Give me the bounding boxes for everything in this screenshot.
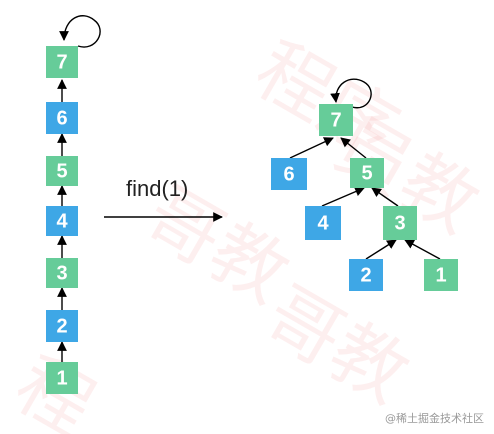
right-node-box — [349, 259, 383, 291]
left-node: 4 — [46, 206, 78, 236]
left-node-label: 6 — [56, 107, 67, 129]
left-node-label: 3 — [56, 262, 67, 284]
right-tree-nodes: 7 6 5 4 3 2 1 — [271, 104, 458, 291]
left-node-box — [46, 258, 78, 288]
right-tree-edges — [289, 78, 441, 260]
right-node-box — [319, 104, 353, 136]
left-node-label: 1 — [56, 367, 67, 389]
credit-watermark: @稀土掘金技术社区 — [385, 412, 484, 425]
left-node: 1 — [46, 362, 78, 394]
left-node: 3 — [46, 258, 78, 288]
right-node-box — [350, 158, 384, 188]
right-node: 7 — [319, 104, 353, 136]
left-chain-edges — [57, 15, 101, 362]
left-node-box — [46, 156, 78, 186]
self-loop-right-7 — [330, 78, 372, 109]
right-node-label: 7 — [330, 109, 341, 131]
right-node: 3 — [383, 206, 417, 240]
edge-6-to-7 — [289, 137, 334, 159]
right-node-box — [305, 206, 341, 240]
edge-4-to-5 — [321, 186, 365, 207]
right-node-label: 4 — [317, 212, 329, 234]
left-node-box — [46, 310, 78, 342]
right-node-label: 3 — [394, 212, 405, 234]
edge-1-to-3 — [404, 239, 441, 260]
left-node-box — [46, 206, 78, 236]
right-node-label: 2 — [360, 264, 371, 286]
right-node-label: 6 — [283, 163, 294, 185]
right-node-label: 5 — [361, 162, 372, 184]
right-node-box — [383, 206, 417, 240]
right-node-label: 1 — [435, 264, 446, 286]
right-node: 4 — [305, 206, 341, 240]
left-node-label: 5 — [56, 160, 67, 182]
left-chain-nodes: 7 6 5 4 3 2 1 — [46, 46, 78, 394]
right-node: 5 — [350, 158, 384, 188]
left-node: 2 — [46, 310, 78, 342]
self-loop-left-7 — [59, 15, 101, 48]
left-node: 6 — [46, 102, 78, 134]
left-node: 7 — [46, 46, 78, 78]
edge-3-to-5 — [371, 187, 399, 207]
edge-5-to-7 — [340, 137, 367, 159]
edge-2-to-3 — [365, 239, 397, 260]
left-node-label: 7 — [56, 51, 67, 73]
left-node-label: 4 — [56, 210, 68, 232]
left-node-box — [46, 46, 78, 78]
right-node: 1 — [424, 259, 458, 291]
left-node-box — [46, 102, 78, 134]
right-node-box — [271, 158, 307, 190]
right-node: 2 — [349, 259, 383, 291]
right-node-box — [424, 259, 458, 291]
left-node-label: 2 — [56, 315, 67, 337]
left-node-box — [46, 362, 78, 394]
left-node: 5 — [46, 156, 78, 186]
operation: find(1) — [104, 176, 223, 222]
operation-label: find(1) — [126, 176, 188, 201]
right-node: 6 — [271, 158, 307, 190]
svg-text:哥教: 哥教 — [251, 271, 422, 419]
